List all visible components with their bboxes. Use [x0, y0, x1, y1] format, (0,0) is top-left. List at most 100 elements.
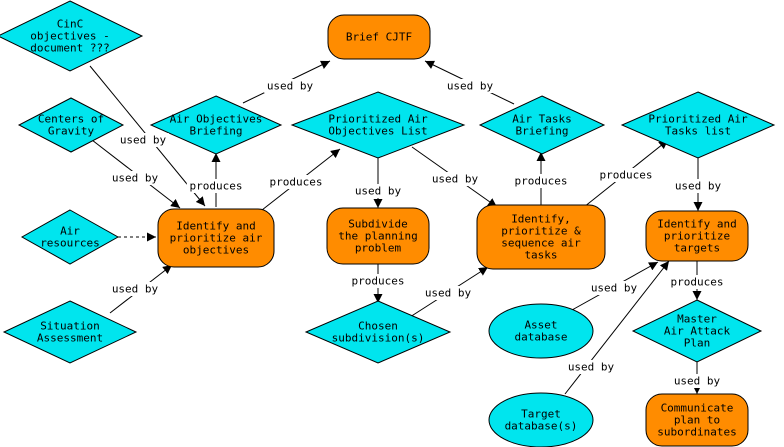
edge-label-background [186, 179, 246, 193]
node-label-line: Identify, [511, 213, 571, 226]
edge-label: used by [447, 80, 494, 93]
edge-label: produces [270, 176, 323, 189]
node-label-line: Target [521, 408, 561, 421]
edge-label: used by [120, 134, 167, 147]
rounded-box-shape [326, 207, 430, 265]
node-label-line: Prioritized Air [648, 113, 748, 126]
edge-label-background [672, 179, 724, 193]
node-label-line: Briefing [516, 125, 569, 138]
diamond-shape [2, 300, 138, 364]
node-label-line: Objectives List [328, 125, 427, 138]
edge-label-background [671, 374, 723, 388]
edge-label: used by [591, 282, 638, 295]
node-label-line: objectives [183, 244, 249, 257]
rounded-box-shape [476, 204, 606, 270]
node-label-line: Briefing [190, 125, 243, 138]
node-label-line: Brief CJTF [346, 31, 412, 44]
edge-label-background [109, 171, 161, 185]
node-label-line: Prioritized Air [328, 113, 428, 126]
edge-label-background [667, 275, 727, 289]
edge-label-background [348, 274, 408, 288]
node-label-line: objectives - [30, 30, 109, 43]
diamond-shape [17, 97, 125, 153]
edge-labels-layer: used by used by used by produces produces use… [109, 79, 727, 388]
node-label-line: database [515, 331, 568, 344]
node-label-line: subdivision(s) [332, 332, 425, 345]
edge-label: used by [267, 80, 314, 93]
diamond-shape [478, 95, 606, 155]
node-label-line: Identify and [176, 220, 255, 233]
edge-label: used by [675, 180, 722, 193]
node-brief[interactable]: Brief CJTF [327, 14, 431, 60]
edge-label: produces [671, 276, 724, 289]
node-label-line: database(s) [505, 420, 578, 433]
node-label-line: problem [355, 242, 402, 255]
rounded-box-shape [645, 210, 749, 262]
node-label-line: Assessment [37, 332, 103, 345]
node-label-line: resources [40, 237, 100, 250]
node-label-line: prioritize [664, 230, 730, 243]
node-label-line: Air Attack [664, 325, 731, 338]
edge-label-background [117, 133, 169, 147]
node-label-line: Centers of [38, 113, 104, 126]
edge-label: produces [515, 175, 568, 188]
node-label-line: Master [677, 313, 717, 326]
node-label-line: Chosen [358, 320, 398, 333]
node-label-line: Communicate [661, 402, 734, 415]
node-label-line: Gravity [48, 125, 95, 138]
node-label-line: Situation [40, 320, 100, 333]
edge-label-background [596, 168, 656, 182]
node-label-line: document ??? [30, 42, 109, 55]
diamond-shape [0, 0, 144, 72]
edge-label-background [264, 79, 316, 93]
edge-label: used by [568, 361, 615, 374]
node-label-line: Air [60, 225, 80, 238]
node-label-line: the planning [338, 230, 417, 243]
edge-label-background [266, 175, 326, 189]
diamond-shape [20, 209, 120, 265]
ellipse-shape [488, 392, 594, 447]
edge-label-background [109, 282, 161, 296]
edge-label-background [422, 286, 474, 300]
node-label-line: sequence air [501, 237, 581, 250]
edge-label-background [352, 184, 404, 198]
diamond-shape [304, 300, 452, 364]
edge-label: produces [352, 275, 405, 288]
node-label-line: prioritize & [501, 225, 581, 238]
edge-label: produces [600, 169, 653, 182]
node-label-line: targets [674, 242, 720, 255]
node-label-line: Plan [684, 337, 711, 350]
edge-label: used by [674, 375, 721, 388]
edge-label: used by [355, 185, 402, 198]
diamond-shape [631, 299, 763, 363]
diamond-shape [620, 91, 776, 159]
edge-label: used by [112, 283, 159, 296]
diamond-shape [290, 91, 466, 159]
edge-label-background [429, 172, 481, 186]
edge-label-background [588, 281, 640, 295]
edge-label: used by [425, 287, 472, 300]
edge-label-background [444, 79, 496, 93]
node-label-line: Tasks list [665, 125, 731, 138]
edge-label: produces [190, 180, 243, 193]
rounded-box-shape [327, 14, 431, 60]
node-label-line: tasks [524, 249, 557, 262]
node-label-line: CinC [57, 18, 84, 31]
